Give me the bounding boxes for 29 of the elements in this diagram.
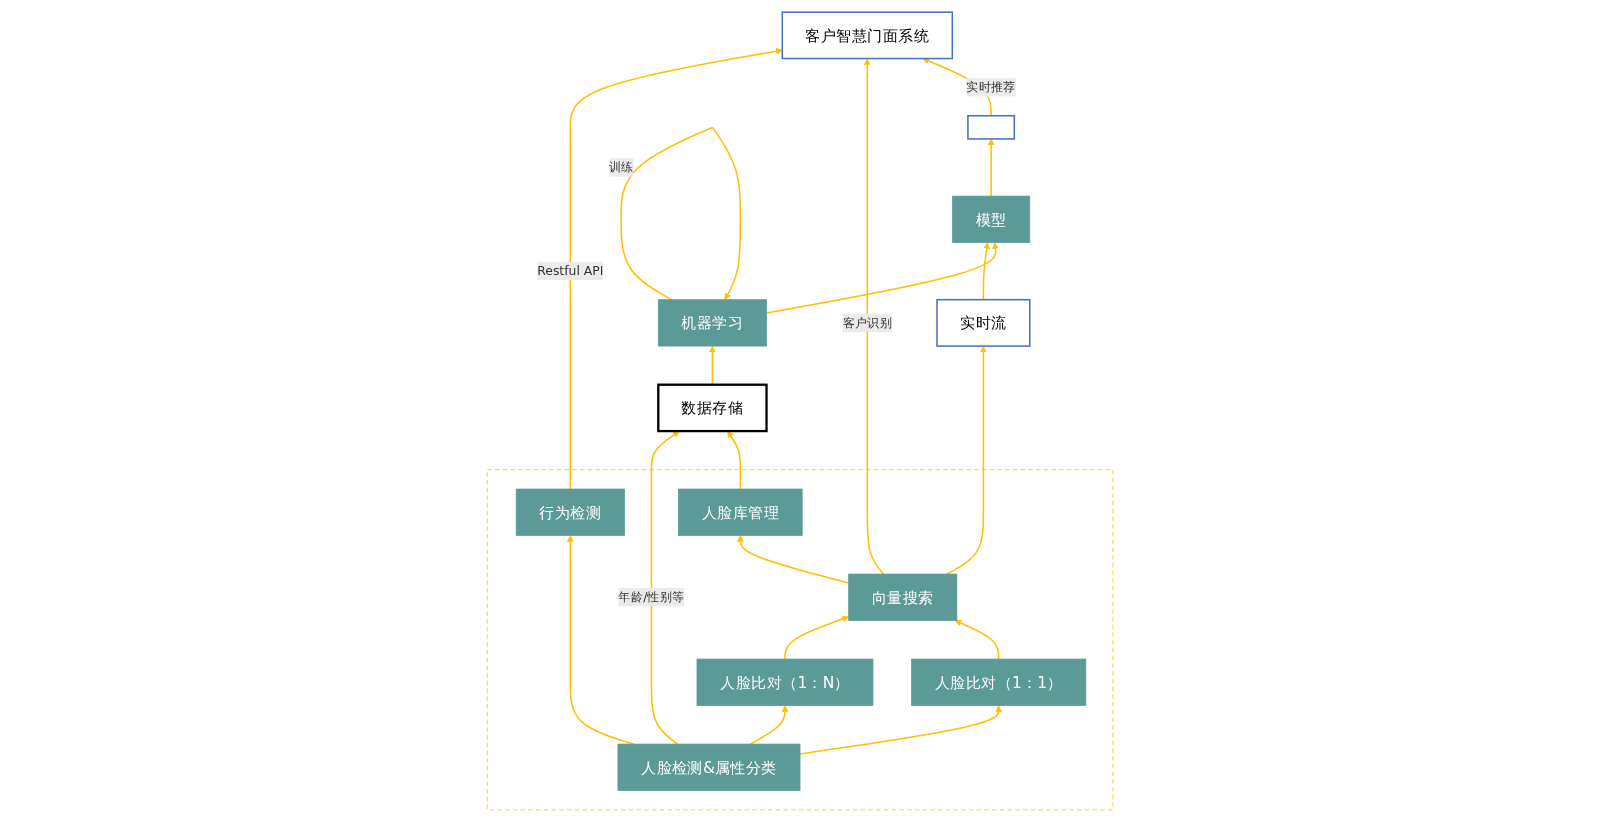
node-box: 人脸比对（1：1） (911, 658, 1087, 706)
arrow (750, 705, 789, 745)
edge-label: 年龄/性别等 (618, 589, 685, 605)
edge-label: 训练 (609, 159, 635, 175)
node-box: 实时流 (936, 298, 1031, 347)
node-box: 行为检测 (516, 488, 626, 536)
node-box: 机器学习 (658, 299, 768, 347)
arrow (620, 126, 742, 301)
arrow (955, 619, 1000, 660)
node-box (967, 115, 1016, 140)
edge-label: 实时推荐 (966, 79, 1017, 95)
arrow (946, 345, 988, 575)
node-box: 客户智慧门面系统 (781, 11, 954, 60)
arrow (784, 615, 850, 660)
node-box: 向量搜索 (848, 573, 958, 621)
arrow (988, 138, 995, 197)
edge-label: 客户识别 (843, 315, 893, 330)
arrow (737, 535, 850, 584)
arrow (766, 242, 1000, 314)
node-box: 数据存储 (657, 383, 769, 433)
node-box: 人脸库管理 (678, 488, 803, 536)
node-box: 人脸检测&属性分类 (618, 743, 801, 791)
node-box: 人脸比对（1：N） (697, 658, 874, 706)
arrow (864, 58, 885, 575)
cluster (487, 469, 1114, 811)
arrow (983, 242, 991, 301)
arrow (799, 705, 1003, 755)
node-box: 模型 (952, 195, 1031, 243)
edge-label: Restful API (537, 263, 604, 279)
